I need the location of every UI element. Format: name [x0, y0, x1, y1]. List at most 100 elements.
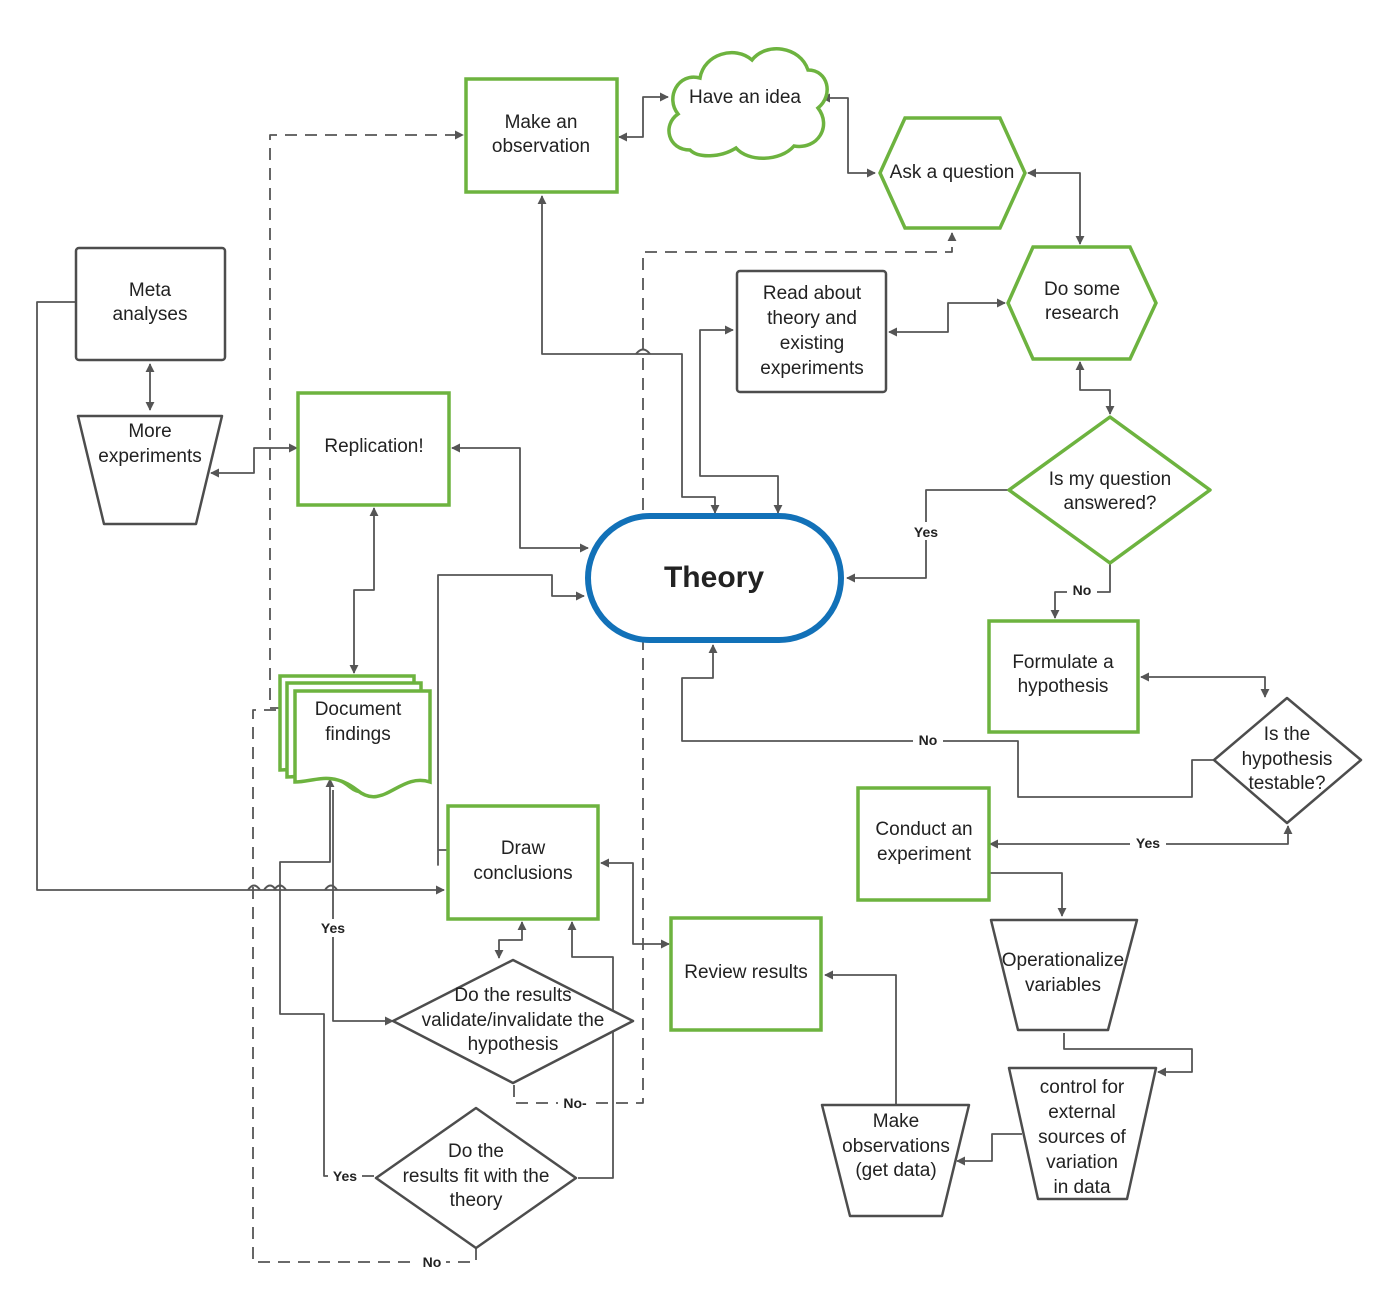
theory-label: Theory: [664, 561, 764, 594]
connector-testable-no-theory: [681, 644, 1213, 798]
connector-review-draw: [600, 858, 670, 949]
connector-replication-theory: [451, 443, 589, 553]
conduct-experiment-line-2: experiment: [877, 844, 972, 865]
more-experiments-line-2: experiments: [98, 446, 202, 467]
more-experiments-line-1: More: [128, 421, 171, 442]
svg-text:Theory: Theory: [664, 561, 764, 594]
formulate-hypothesis-line-1: Formulate a: [1012, 652, 1114, 673]
fit-theory-line-2: results fit with the: [403, 1166, 550, 1187]
formulate-hypothesis-line-2: hypothesis: [1018, 676, 1109, 697]
operationalize-line-2: variables: [1025, 975, 1101, 996]
hypothesis-testable-line-1: Is the: [1264, 724, 1310, 745]
document-findings-line-1: Document: [315, 699, 402, 720]
connector-more-replication: [210, 443, 298, 478]
edge-labels: Yes No No Yes Yes No- Yes No: [315, 522, 1166, 1271]
connector-makeobs-review: [824, 970, 897, 1104]
formulate-hypothesis-node: Formulate a hypothesis: [987, 619, 1140, 734]
control-variation-line-1: control for: [1040, 1077, 1125, 1098]
operationalize-line-1: Operationalize: [1002, 950, 1125, 971]
svg-text:Review results: Review results: [684, 962, 808, 983]
document-findings-line-2: findings: [325, 724, 391, 745]
connector-observation-idea: [618, 92, 669, 142]
edge-label-question-answered-no: No: [1073, 582, 1092, 598]
make-observation-node: Make an observation: [464, 77, 619, 194]
svg-text:Ask a question: Ask a question: [890, 162, 1015, 183]
document-findings-node: Document findings: [278, 674, 432, 799]
edge-label-question-answered-yes: Yes: [914, 524, 938, 540]
connector-observation-theory: [537, 195, 720, 514]
draw-conclusions-line-2: conclusions: [473, 863, 572, 884]
make-observations-node: Make observations (get data): [820, 1103, 971, 1218]
edge-label-hypothesis-testable-yes: Yes: [1136, 835, 1160, 851]
fit-theory-line-3: theory: [450, 1190, 503, 1211]
connector-research-question-answered: [1075, 361, 1115, 415]
make-observations-line-2: observations: [842, 1136, 950, 1157]
more-experiments-node: More experiments: [76, 414, 224, 526]
edge-label-fit-theory-no: No: [423, 1254, 442, 1270]
theory-node: Theory: [585, 513, 844, 643]
connector-research-read: [888, 298, 1006, 337]
connector-fit-to-draw: [567, 921, 614, 1179]
fit-theory-node: Do the results fit with the theory: [374, 1106, 578, 1250]
draw-conclusions-line-1: Draw: [501, 838, 546, 859]
operationalize-node: Operationalize variables: [989, 918, 1139, 1032]
validate-line-1: Do the results: [454, 985, 571, 1006]
conduct-experiment-node: Conduct an experiment: [856, 786, 991, 902]
connector-control-makeobs: [956, 1133, 1022, 1166]
control-variation-line-5: in data: [1053, 1177, 1110, 1198]
connector-idea-question: [821, 93, 876, 178]
review-results-node: Review results: [669, 916, 823, 1032]
read-theory-line-3: existing: [780, 333, 844, 354]
control-variation-line-4: variation: [1046, 1152, 1118, 1173]
validate-line-2: validate/invalidate the: [422, 1010, 605, 1031]
connector-doc-yes-validate: [332, 790, 394, 1026]
read-theory-line-1: Read about: [763, 283, 862, 304]
connector-fit-yes-document: [279, 778, 374, 1177]
read-theory-line-4: experiments: [760, 358, 864, 379]
meta-analyses-line-1: Meta: [129, 280, 172, 301]
connector-operationalize-control: [1063, 1033, 1193, 1077]
replication-line-1: Replication!: [324, 436, 423, 457]
connector-draw-validate: [494, 921, 527, 959]
edge-label-hypothesis-testable-no: No: [919, 732, 938, 748]
connector-replication-document: [349, 507, 379, 674]
hypothesis-testable-line-2: hypothesis: [1242, 749, 1333, 770]
read-theory-node: Read about theory and existing experiments: [735, 269, 888, 394]
ask-question-line-1: Ask a question: [890, 162, 1015, 183]
have-idea-line-1: Have an idea: [689, 87, 801, 108]
draw-conclusions-node: Draw conclusions: [446, 804, 600, 921]
conduct-experiment-line-1: Conduct an: [875, 819, 972, 840]
do-research-line-2: research: [1045, 303, 1119, 324]
make-observation-line-1: Make an: [505, 112, 578, 133]
make-observation-line-2: observation: [492, 136, 590, 157]
fit-theory-line-1: Do the: [448, 1141, 504, 1162]
edge-label-fit-theory-yes: Yes: [333, 1168, 357, 1184]
edge-label-document-findings-yes: Yes: [321, 920, 345, 936]
read-theory-line-2: theory and: [767, 308, 857, 329]
connector-dashed-doc-to-observation: [269, 130, 464, 709]
review-results-line-1: Review results: [684, 962, 808, 983]
connector-question-research: [1027, 168, 1085, 245]
make-observations-line-3: (get data): [855, 1160, 936, 1181]
connector-meta-draw: [36, 301, 445, 895]
make-observations-line-1: Make: [873, 1111, 919, 1132]
question-answered-line-2: answered?: [1064, 493, 1157, 514]
